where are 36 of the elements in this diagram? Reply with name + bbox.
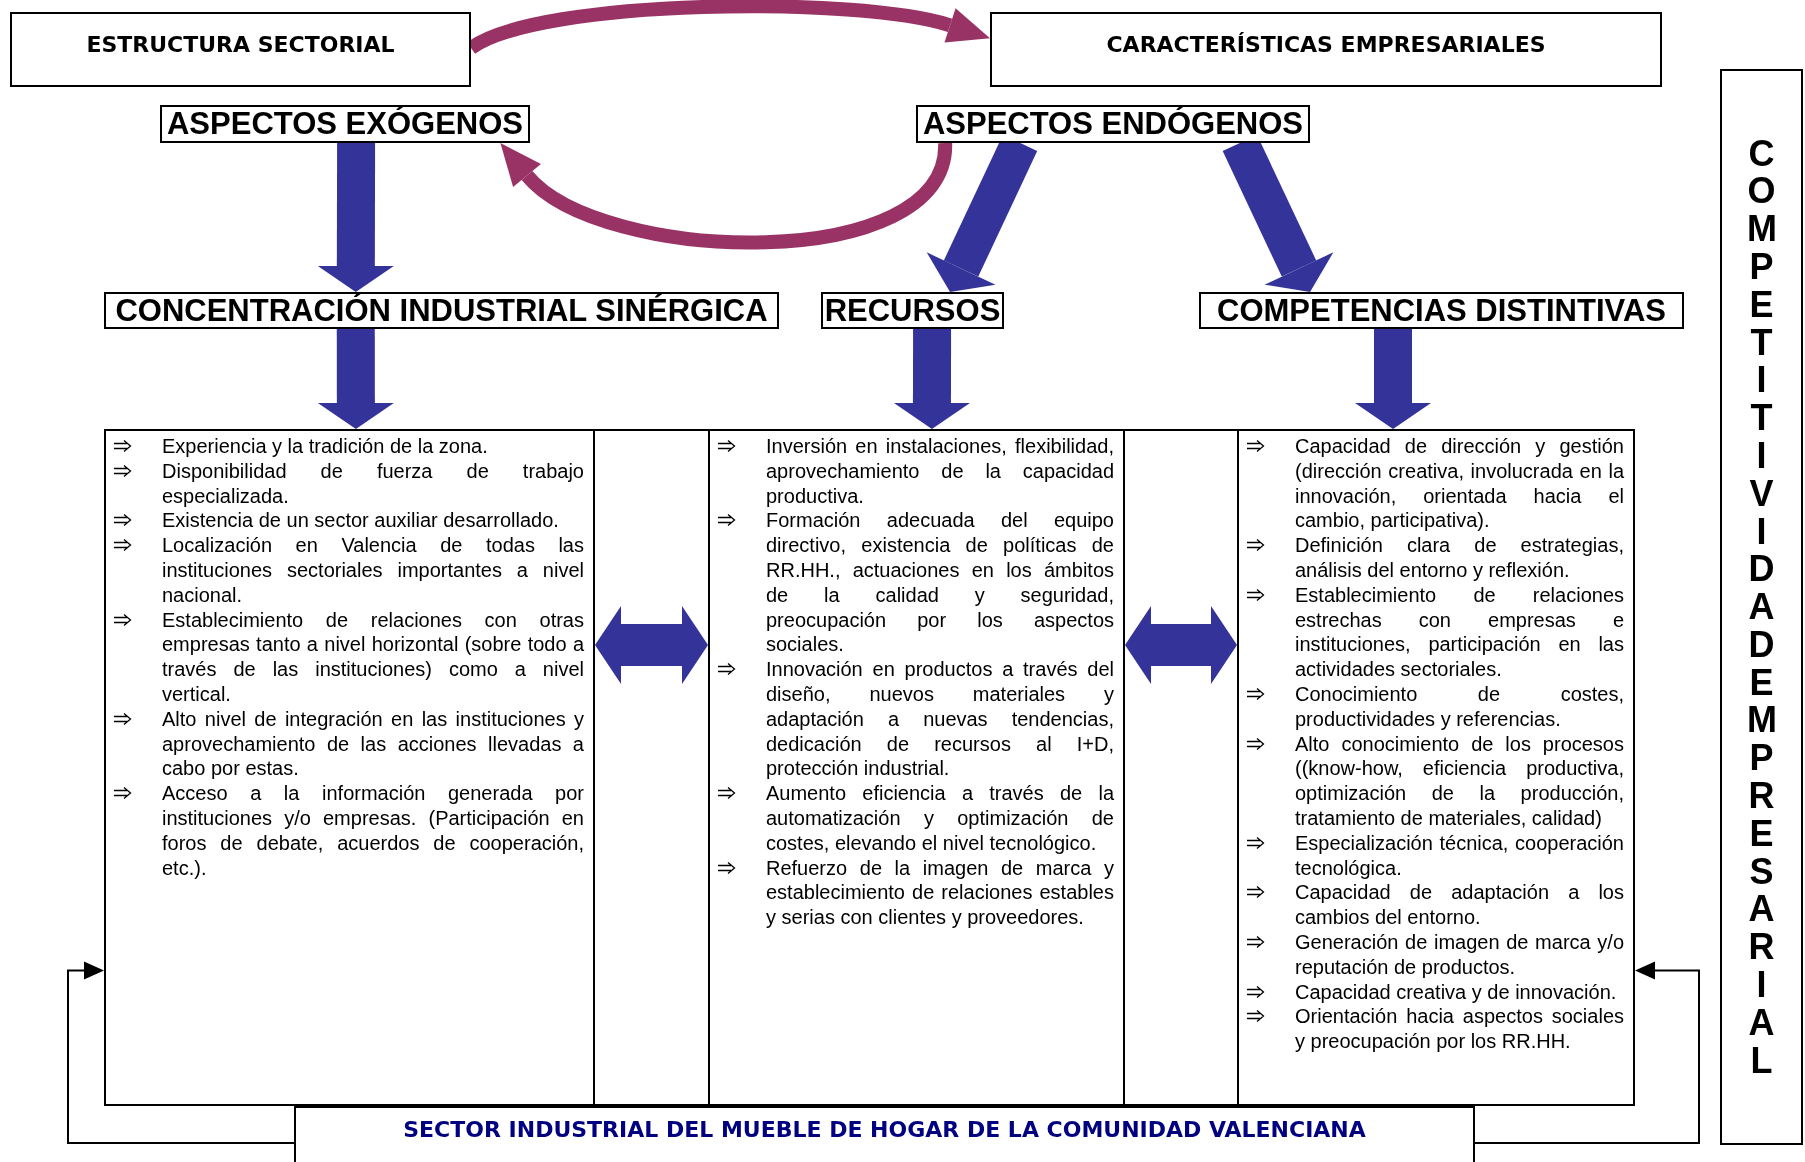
list-item-text: Existencia de un sector auxiliar desarrollado.	[162, 508, 560, 534]
list-item-text: Definición clara de estrategias, análisis del entorno y reflexión.	[1295, 533, 1624, 583]
list-item-text: Establecimiento de relaciones con otras empresas tanto a nivel horizontal (sobre todo a través de las instituciones) como a nivel vertical.	[162, 607, 584, 707]
list-item-text: Formación adecuada del equipo directivo, existencia de políticas de RR.HH., actuaciones en los ámbitos de la calidad y seguridad, preocupación por los aspectos sociales.	[766, 508, 1114, 658]
list-item-text: Aumento eficiencia a través de la automatización y optimización de costes, elevando el nivel tecnológico.	[766, 781, 1114, 856]
title-box	[10, 12, 471, 87]
heading-box: COMPETENCIAS DISTINTIVAS	[1199, 292, 1684, 329]
list-item-text: Localización en Valencia de todas las instituciones sectoriales importantes a nivel nacional.	[162, 533, 584, 608]
list-item-text: Especialización técnica, cooperación tecnológica.	[1295, 830, 1624, 881]
vertical-title-box	[1720, 69, 1803, 1145]
footer-box	[294, 1106, 1475, 1162]
vertical-title-text: COMPETITIVIDAD EMPRESARIAL	[1746, 134, 1798, 1080]
title-text: CARACTERÍSTICAS EMPRESARIALES	[1106, 34, 1546, 56]
list-item-text: Refuerzo de la imagen de marca y establecimiento de relaciones estables y serias con clientes y proveedores.	[766, 855, 1114, 930]
list-item-text: Inversión en instalaciones, flexibilidad, aprovechamiento de la capacidad productiva.	[766, 434, 1114, 509]
heading-box: ASPECTOS EXÓGENOS	[160, 105, 530, 143]
title-box	[990, 12, 1662, 87]
list-item-text: Alto conocimiento de los procesos ((know-how, eficiencia productiva, optimización de la producción, tratamiento de materiales, calidad)	[1295, 731, 1624, 831]
list-item-text: Orientación hacia aspectos sociales y preocupación por los RR.HH.	[1295, 1004, 1624, 1054]
text-column	[708, 429, 1125, 1106]
list-item-text: Capacidad de adaptación a los cambios del entorno.	[1295, 880, 1624, 930]
list-item-text: Disponibilidad de fuerza de trabajo especializada.	[162, 458, 584, 509]
heading-box: ASPECTOS ENDÓGENOS	[916, 105, 1310, 143]
heading-box: CONCENTRACIÓN INDUSTRIAL SINÉRGICA	[104, 292, 779, 329]
title-text: ESTRUCTURA SECTORIAL	[86, 34, 395, 56]
list-item-text: Conocimiento de costes, productividades y referencias.	[1295, 681, 1624, 732]
list-item-text: Establecimiento de relaciones estrechas con empresas e instituciones, participación en las actividades sectoriales.	[1295, 582, 1624, 682]
list-item-text: Capacidad de dirección y gestión (dirección creativa, involucrada en la innovación, orientada hacia el cambio, participativa).	[1295, 434, 1624, 534]
list-item-text: Alto nivel de integración en las instituciones y aprovechamiento de las acciones llevadas a cabo por estas.	[162, 706, 584, 782]
list-item-text: Capacidad creativa y de innovación.	[1295, 979, 1618, 1005]
list-item-text: Acceso a la información generada por instituciones y/o empresas. (Participación en foros de debate, acuerdos de cooperación, etc.).	[162, 781, 584, 881]
list-item-text: Experiencia y la tradición de la zona.	[162, 434, 489, 459]
list-item-text: Generación de imagen de marca y/o reputación de productos.	[1295, 929, 1624, 980]
list-item-text: Innovación en productos a través del diseño, nuevos materiales y adaptación a nuevas tendencias, dedicación de recursos al I+D, protección industrial.	[766, 657, 1114, 782]
footer-text: SECTOR INDUSTRIAL DEL MUEBLE DE HOGAR DE LA COMUNIDAD VALENCIANA	[403, 1119, 1366, 1144]
heading-box: RECURSOS	[821, 292, 1004, 329]
